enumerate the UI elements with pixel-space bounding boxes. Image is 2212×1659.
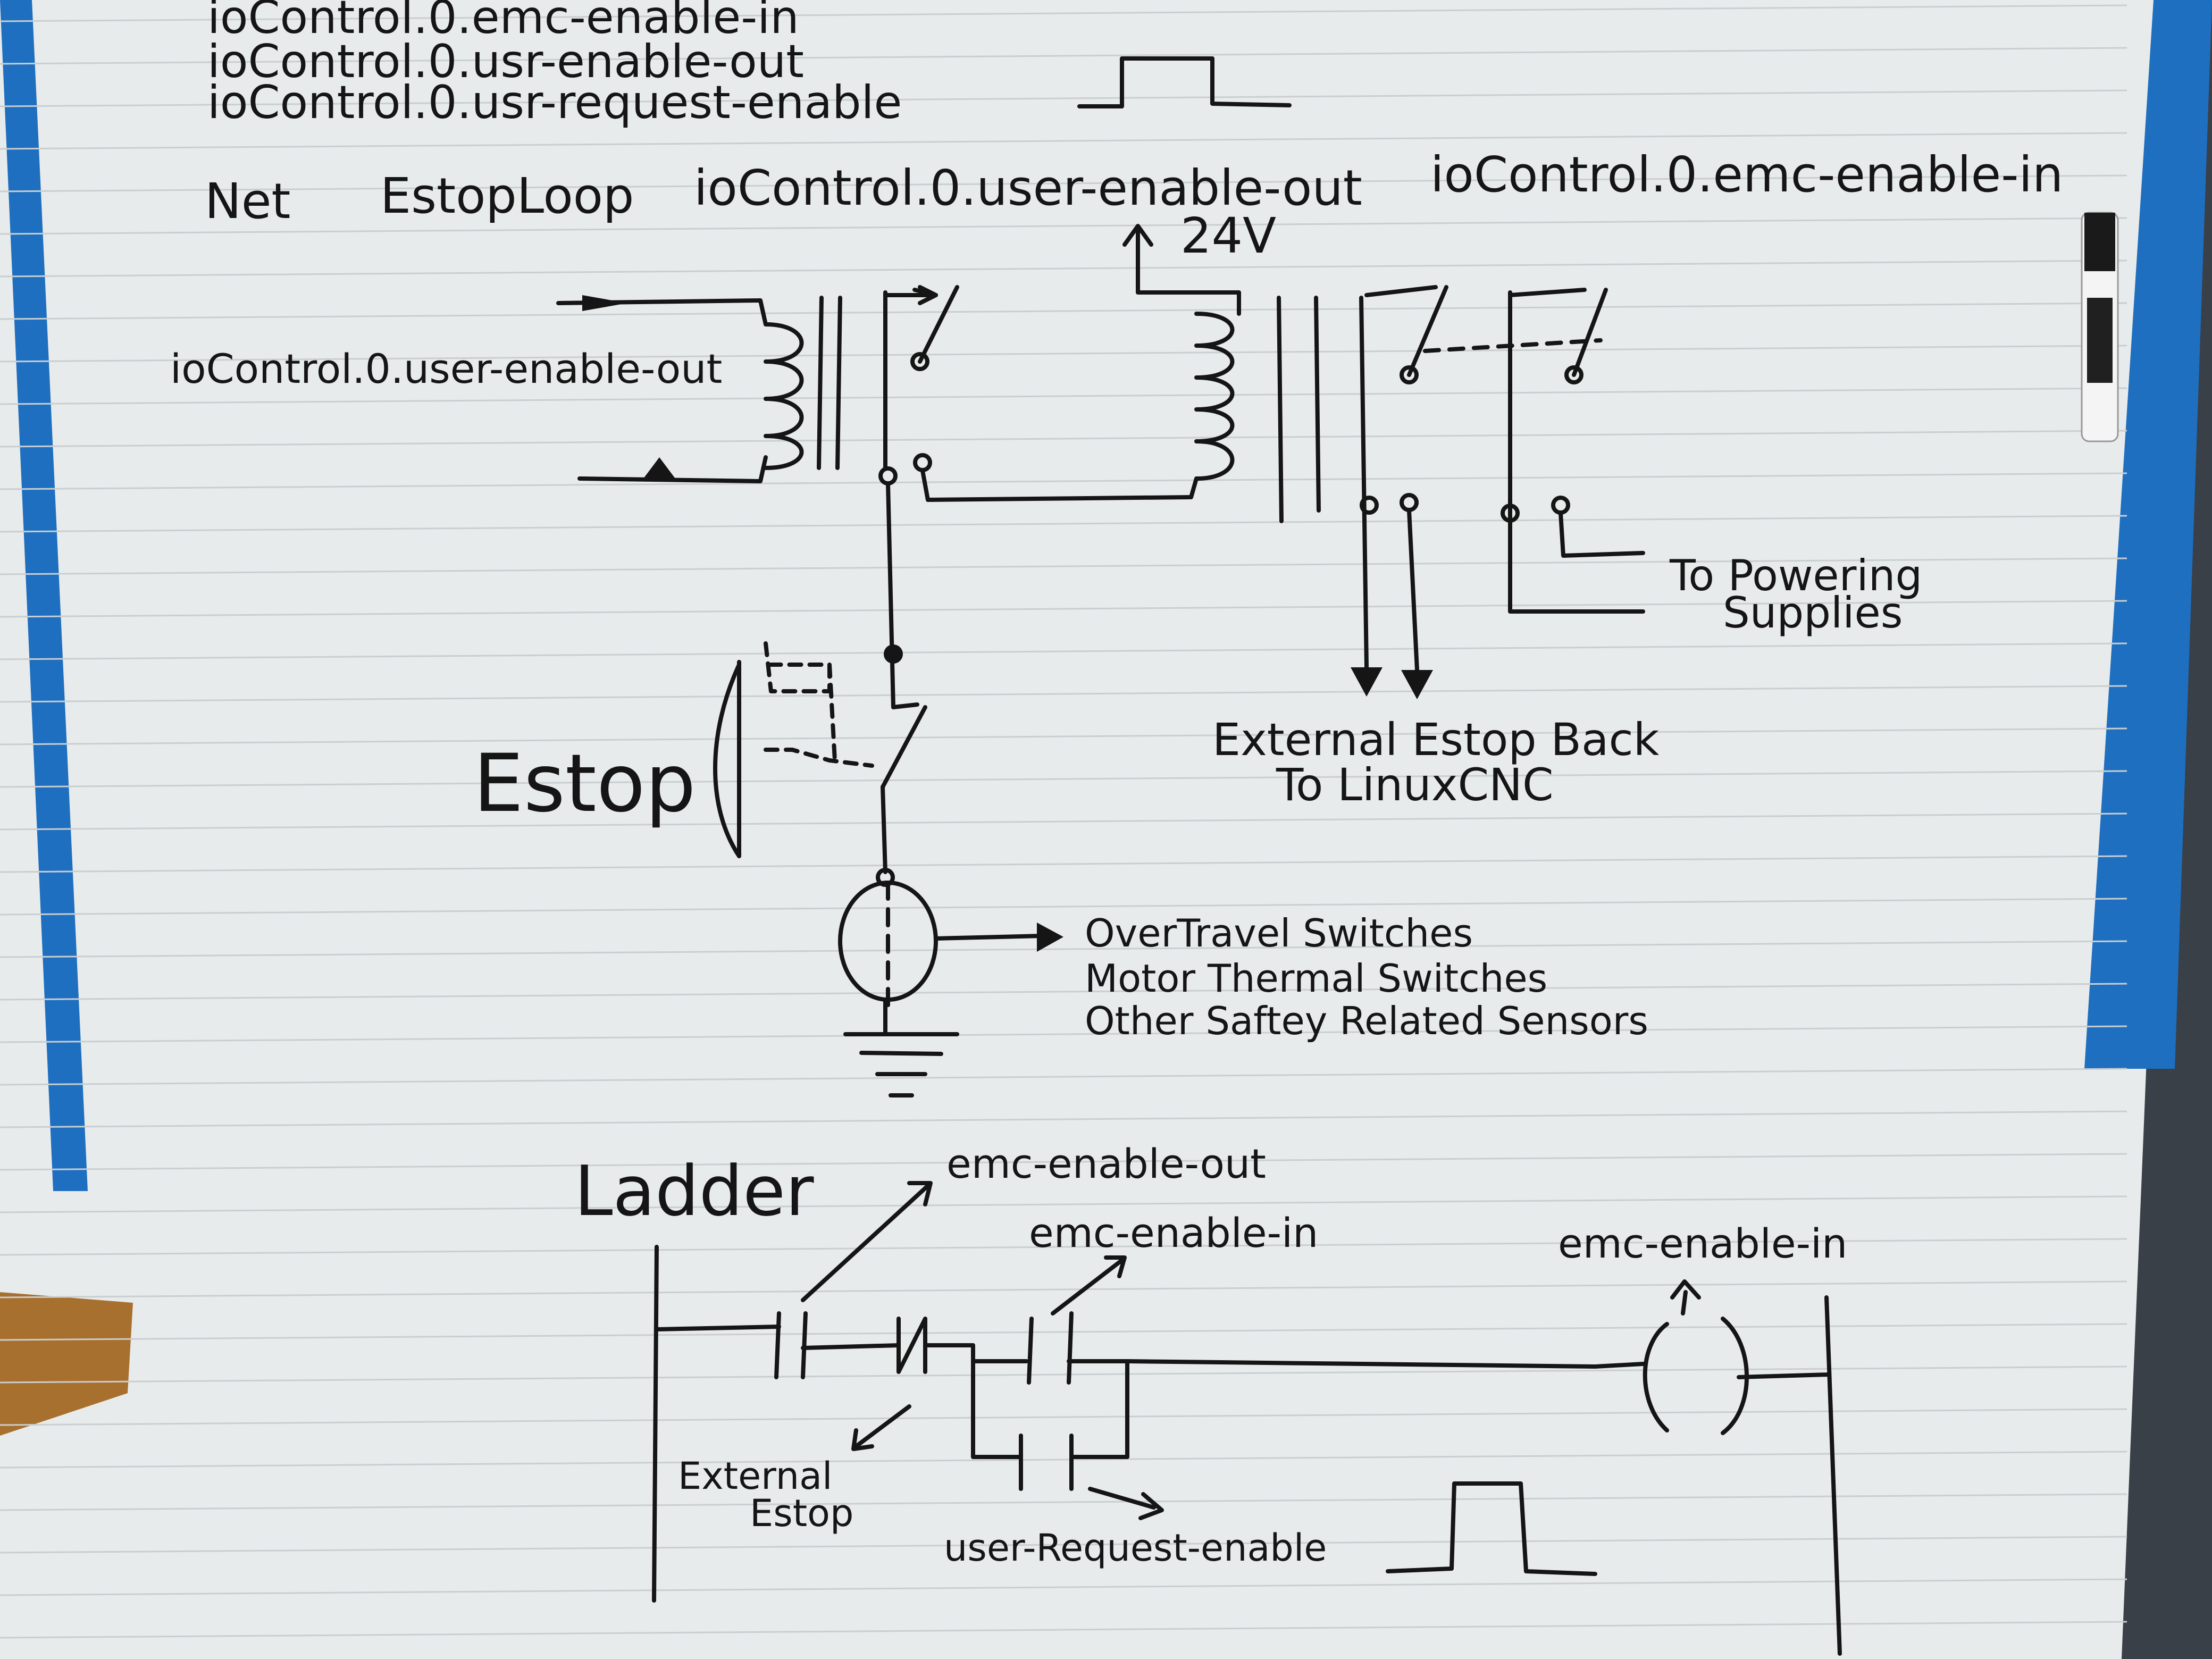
ruled-line	[0, 557, 2127, 575]
ground-arrow-1	[1351, 667, 1382, 697]
external-estop-label-2: To LinuxCNC	[1276, 759, 1554, 811]
wooden-shelf	[0, 1292, 133, 1436]
ruled-line	[0, 430, 2127, 448]
ruled-line	[0, 770, 2127, 788]
ruled-line	[0, 345, 2127, 363]
header-line-3: ioControl.0.usr-request-enable	[207, 76, 902, 129]
estop-contact	[881, 705, 927, 789]
ladder-estop-label: Estop	[750, 1492, 853, 1535]
sensor-item-3: Other Saftey Related Sensors	[1085, 999, 1648, 1043]
ruled-line	[0, 1536, 2127, 1554]
relay-1-input-arrow	[582, 295, 627, 311]
ruled-line	[0, 259, 2127, 278]
ground-arrow-2	[1401, 670, 1433, 699]
powering-label-2: Supplies	[1723, 588, 1903, 638]
net-keyword: Net	[205, 173, 291, 230]
ruled-line	[0, 1280, 2127, 1298]
net-name: EstopLoop	[380, 167, 634, 224]
ruled-line	[0, 217, 2127, 235]
ruled-line	[0, 898, 2127, 916]
ruled-line	[0, 1578, 2127, 1596]
ruled-line	[0, 642, 2127, 660]
header-line-2: ioControl.0.usr-enable-out	[207, 35, 804, 88]
relay-1-coil	[764, 322, 804, 470]
relay-2	[1122, 224, 1645, 672]
coil-label: ioControl.0.user-enable-out	[170, 345, 722, 392]
ruled-line	[0, 940, 2127, 958]
header-line-1: ioControl.0.emc-enable-in	[207, 0, 799, 44]
ruled-line	[0, 1238, 2127, 1256]
ladder-emc-enable-in-coil: emc-enable-in	[1558, 1220, 1847, 1267]
ruled-line	[0, 855, 2127, 873]
ruled-line	[0, 387, 2127, 405]
external-estop-label-1: External Estop Back	[1212, 714, 1660, 766]
relay-1-return-arrow	[643, 457, 675, 479]
ruled-line	[0, 1153, 2127, 1171]
ruled-line	[0, 1068, 2127, 1086]
ruled-line	[0, 1195, 2127, 1213]
ladder-contact-emc-out	[774, 1311, 781, 1379]
ruled-line	[0, 1621, 2127, 1639]
ladder-right-rail	[1824, 1295, 1842, 1656]
ruled-line	[0, 1408, 2127, 1426]
ladder-external-label: External	[678, 1454, 832, 1498]
powering-label-1: To Powering	[1669, 551, 1922, 600]
ruled-line	[0, 983, 2127, 1001]
pulse-waveform-bottom	[1386, 1481, 1597, 1576]
ruled-line	[0, 727, 2127, 745]
ruled-line	[0, 685, 2127, 703]
ladder-title: Ladder	[574, 1151, 814, 1231]
estop-label: Estop	[473, 738, 696, 830]
supply-label: 24V	[1180, 207, 1276, 264]
ruled-lines	[0, 4, 2127, 1639]
ladder-contact-emc-in	[1027, 1317, 1034, 1385]
estop-button	[713, 663, 741, 858]
marker-icon	[2081, 212, 2119, 442]
net-source: ioControl.0.user-enable-out	[694, 160, 1362, 216]
sensor-arrow	[1037, 923, 1063, 952]
ladder-user-request: user-Request-enable	[944, 1526, 1327, 1570]
ruled-line	[0, 1451, 2127, 1469]
ruled-line	[0, 47, 2127, 65]
estop-chain	[713, 482, 1044, 1097]
ladder-emc-enable-in-contact: emc-enable-in	[1029, 1209, 1318, 1256]
ruled-line	[0, 1323, 2127, 1341]
ladder-diagram	[652, 1181, 1842, 1656]
relay-1	[556, 285, 1193, 502]
ruled-line	[0, 472, 2127, 490]
pulse-waveform-top	[1077, 56, 1292, 108]
relay-1-switch-arm	[918, 285, 959, 364]
ruled-line	[0, 1365, 2127, 1384]
board-frame-left	[0, 0, 88, 1191]
net-target: ioControl.0.emc-enable-in	[1430, 146, 2063, 203]
ruled-line	[0, 515, 2127, 533]
board-frame-right	[2084, 0, 2212, 1069]
ruled-line	[0, 600, 2127, 618]
ruled-line	[0, 1110, 2127, 1128]
ruled-line	[0, 89, 2127, 107]
ladder-left-rail	[652, 1245, 659, 1603]
sensor-item-1: OverTravel Switches	[1085, 911, 1473, 956]
ruled-line	[0, 4, 2127, 22]
ruled-line	[0, 812, 2127, 831]
ruled-line	[0, 302, 2127, 320]
relay-2-coil	[1189, 312, 1235, 499]
sensor-item-2: Motor Thermal Switches	[1085, 956, 1547, 1001]
ruled-line	[0, 1025, 2127, 1043]
ruled-line	[0, 174, 2127, 192]
ruled-line	[0, 132, 2127, 150]
ladder-emc-enable-out: emc-enable-out	[946, 1140, 1266, 1187]
ladder-coil	[1643, 1322, 1669, 1432]
ruled-line	[0, 1493, 2127, 1511]
